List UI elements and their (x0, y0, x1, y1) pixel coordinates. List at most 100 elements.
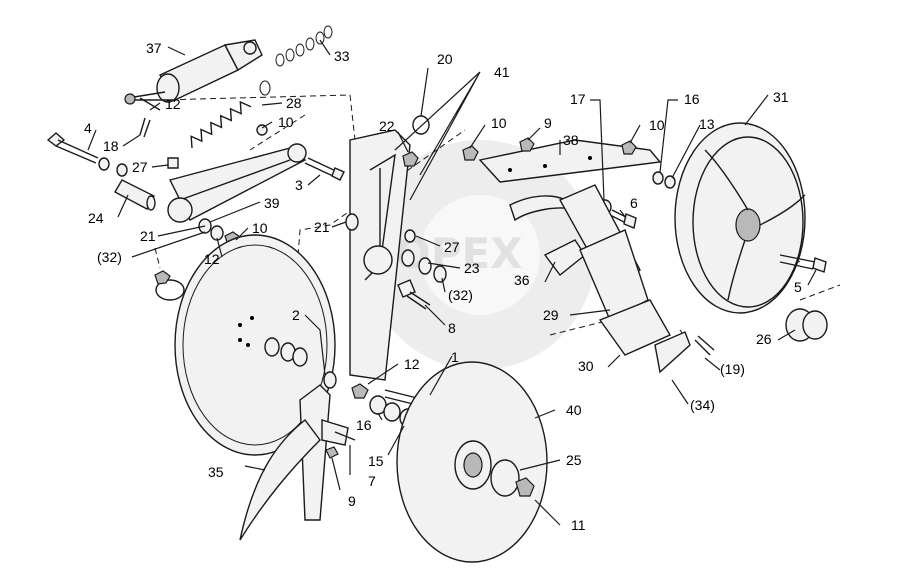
callout-18: 18 (103, 138, 119, 154)
callout-9: 9 (348, 493, 356, 509)
callout-6: 6 (630, 195, 638, 211)
callout-10-bracket: 10 (491, 115, 507, 131)
right-disc-40 (396, 361, 548, 563)
leader-lines (87, 39, 817, 526)
pin-19 (694, 335, 715, 356)
callout-38: 38 (563, 132, 579, 148)
nut-10-right (621, 140, 637, 155)
callout-17: 17 (570, 91, 586, 107)
watermark-text: OPEX (395, 229, 523, 278)
callout-10-lower: 10 (252, 220, 268, 236)
clamp-ring-32 (155, 279, 185, 301)
cap-26 (785, 308, 828, 342)
callout-labels: 37 33 12 28 18 4 10 27 3 24 39 21 (32) 1… (84, 40, 802, 533)
callout-28: 28 (286, 95, 302, 111)
link-arm-39 (167, 143, 307, 223)
callout-12-lower: 12 (204, 251, 220, 267)
washers-4 (98, 157, 128, 177)
callout-2: 2 (292, 307, 300, 323)
hydraulic-cylinder (124, 39, 263, 105)
nut-11 (515, 477, 535, 497)
callout-15: 15 (368, 453, 384, 469)
frame-arm-2 (349, 129, 411, 381)
bolt-3 (304, 157, 345, 181)
callout-5: 5 (794, 279, 802, 295)
sleeve-axle (323, 371, 337, 389)
bracket-plate-38 (478, 139, 662, 183)
washer-10-top (256, 124, 268, 136)
callout-23: 23 (464, 260, 480, 276)
sleeve-24 (114, 179, 156, 211)
callout-9-bracket: 9 (544, 115, 552, 131)
hub-washers-left (264, 337, 308, 367)
washer-12-left (210, 225, 224, 241)
callout-26: 26 (756, 331, 772, 347)
grease-nipple-27 (167, 157, 179, 169)
bolt-8 (397, 279, 431, 310)
bar-34 (654, 331, 691, 374)
callout-31: 31 (773, 89, 789, 105)
callout-41: 41 (494, 64, 510, 80)
left-disc (174, 234, 336, 456)
bolt-7 (334, 431, 356, 441)
callout-39: 39 (264, 195, 280, 211)
nut-9-shank (325, 446, 339, 459)
grease-27 (404, 229, 416, 243)
callout-10: 10 (278, 114, 294, 130)
callout-35: 35 (208, 464, 224, 480)
callout-7: 7 (368, 473, 376, 489)
callout-21-right: 21 (314, 219, 330, 235)
callout-19: (19) (720, 361, 745, 377)
washer-23a (401, 249, 415, 267)
callout-37: 37 (146, 40, 162, 56)
callout-27: 27 (132, 159, 148, 175)
nut-9-bracket (519, 137, 535, 152)
plate-30 (598, 299, 671, 356)
callout-33: 33 (334, 48, 350, 64)
callout-24: 24 (88, 210, 104, 226)
washer-32-right (433, 265, 447, 283)
callout-32: (32) (97, 249, 122, 265)
washer-13 (664, 175, 676, 189)
callout-29: 29 (543, 307, 559, 323)
gauge-wheel-31 (674, 122, 806, 314)
callout-10-right: 10 (649, 117, 665, 133)
callout-27-right: 27 (444, 239, 460, 255)
callout-1: 1 (451, 349, 459, 365)
washer-23b (418, 257, 432, 275)
nut-32-left (154, 270, 171, 285)
callout-3: 3 (295, 177, 303, 193)
callout-12: 12 (165, 96, 181, 112)
callout-12-axle: 12 (404, 356, 420, 372)
callout-40: 40 (566, 402, 582, 418)
split-pin-18 (139, 117, 151, 138)
callout-22: 22 (379, 118, 395, 134)
callout-20: 20 (437, 51, 453, 67)
washer-16-right (652, 171, 664, 185)
callout-34: (34) (690, 397, 715, 413)
callout-11: 11 (571, 517, 586, 533)
bolt-5 (779, 254, 827, 273)
tension-spring (190, 80, 271, 149)
callout-25: 25 (566, 452, 582, 468)
washer-16b-axle (383, 402, 401, 422)
callout-16: 16 (356, 417, 372, 433)
callout-16-right: 16 (684, 91, 700, 107)
callout-4: 4 (84, 120, 92, 136)
callout-21: 21 (140, 228, 156, 244)
nut-12-axle (351, 383, 369, 399)
coulter-35 (239, 384, 349, 541)
pin-12 (139, 97, 161, 111)
callout-8: 8 (448, 320, 456, 336)
callout-36: 36 (514, 272, 530, 288)
callout-32-right: (32) (448, 287, 473, 303)
chain-links (275, 25, 333, 67)
callout-30: 30 (578, 358, 594, 374)
dust-cap-25 (490, 459, 520, 497)
washer-21-right (345, 213, 359, 231)
plate-29 (579, 229, 649, 321)
bolt-4 (46, 132, 99, 164)
nut-22 (402, 151, 419, 167)
callout-13: 13 (699, 116, 715, 132)
